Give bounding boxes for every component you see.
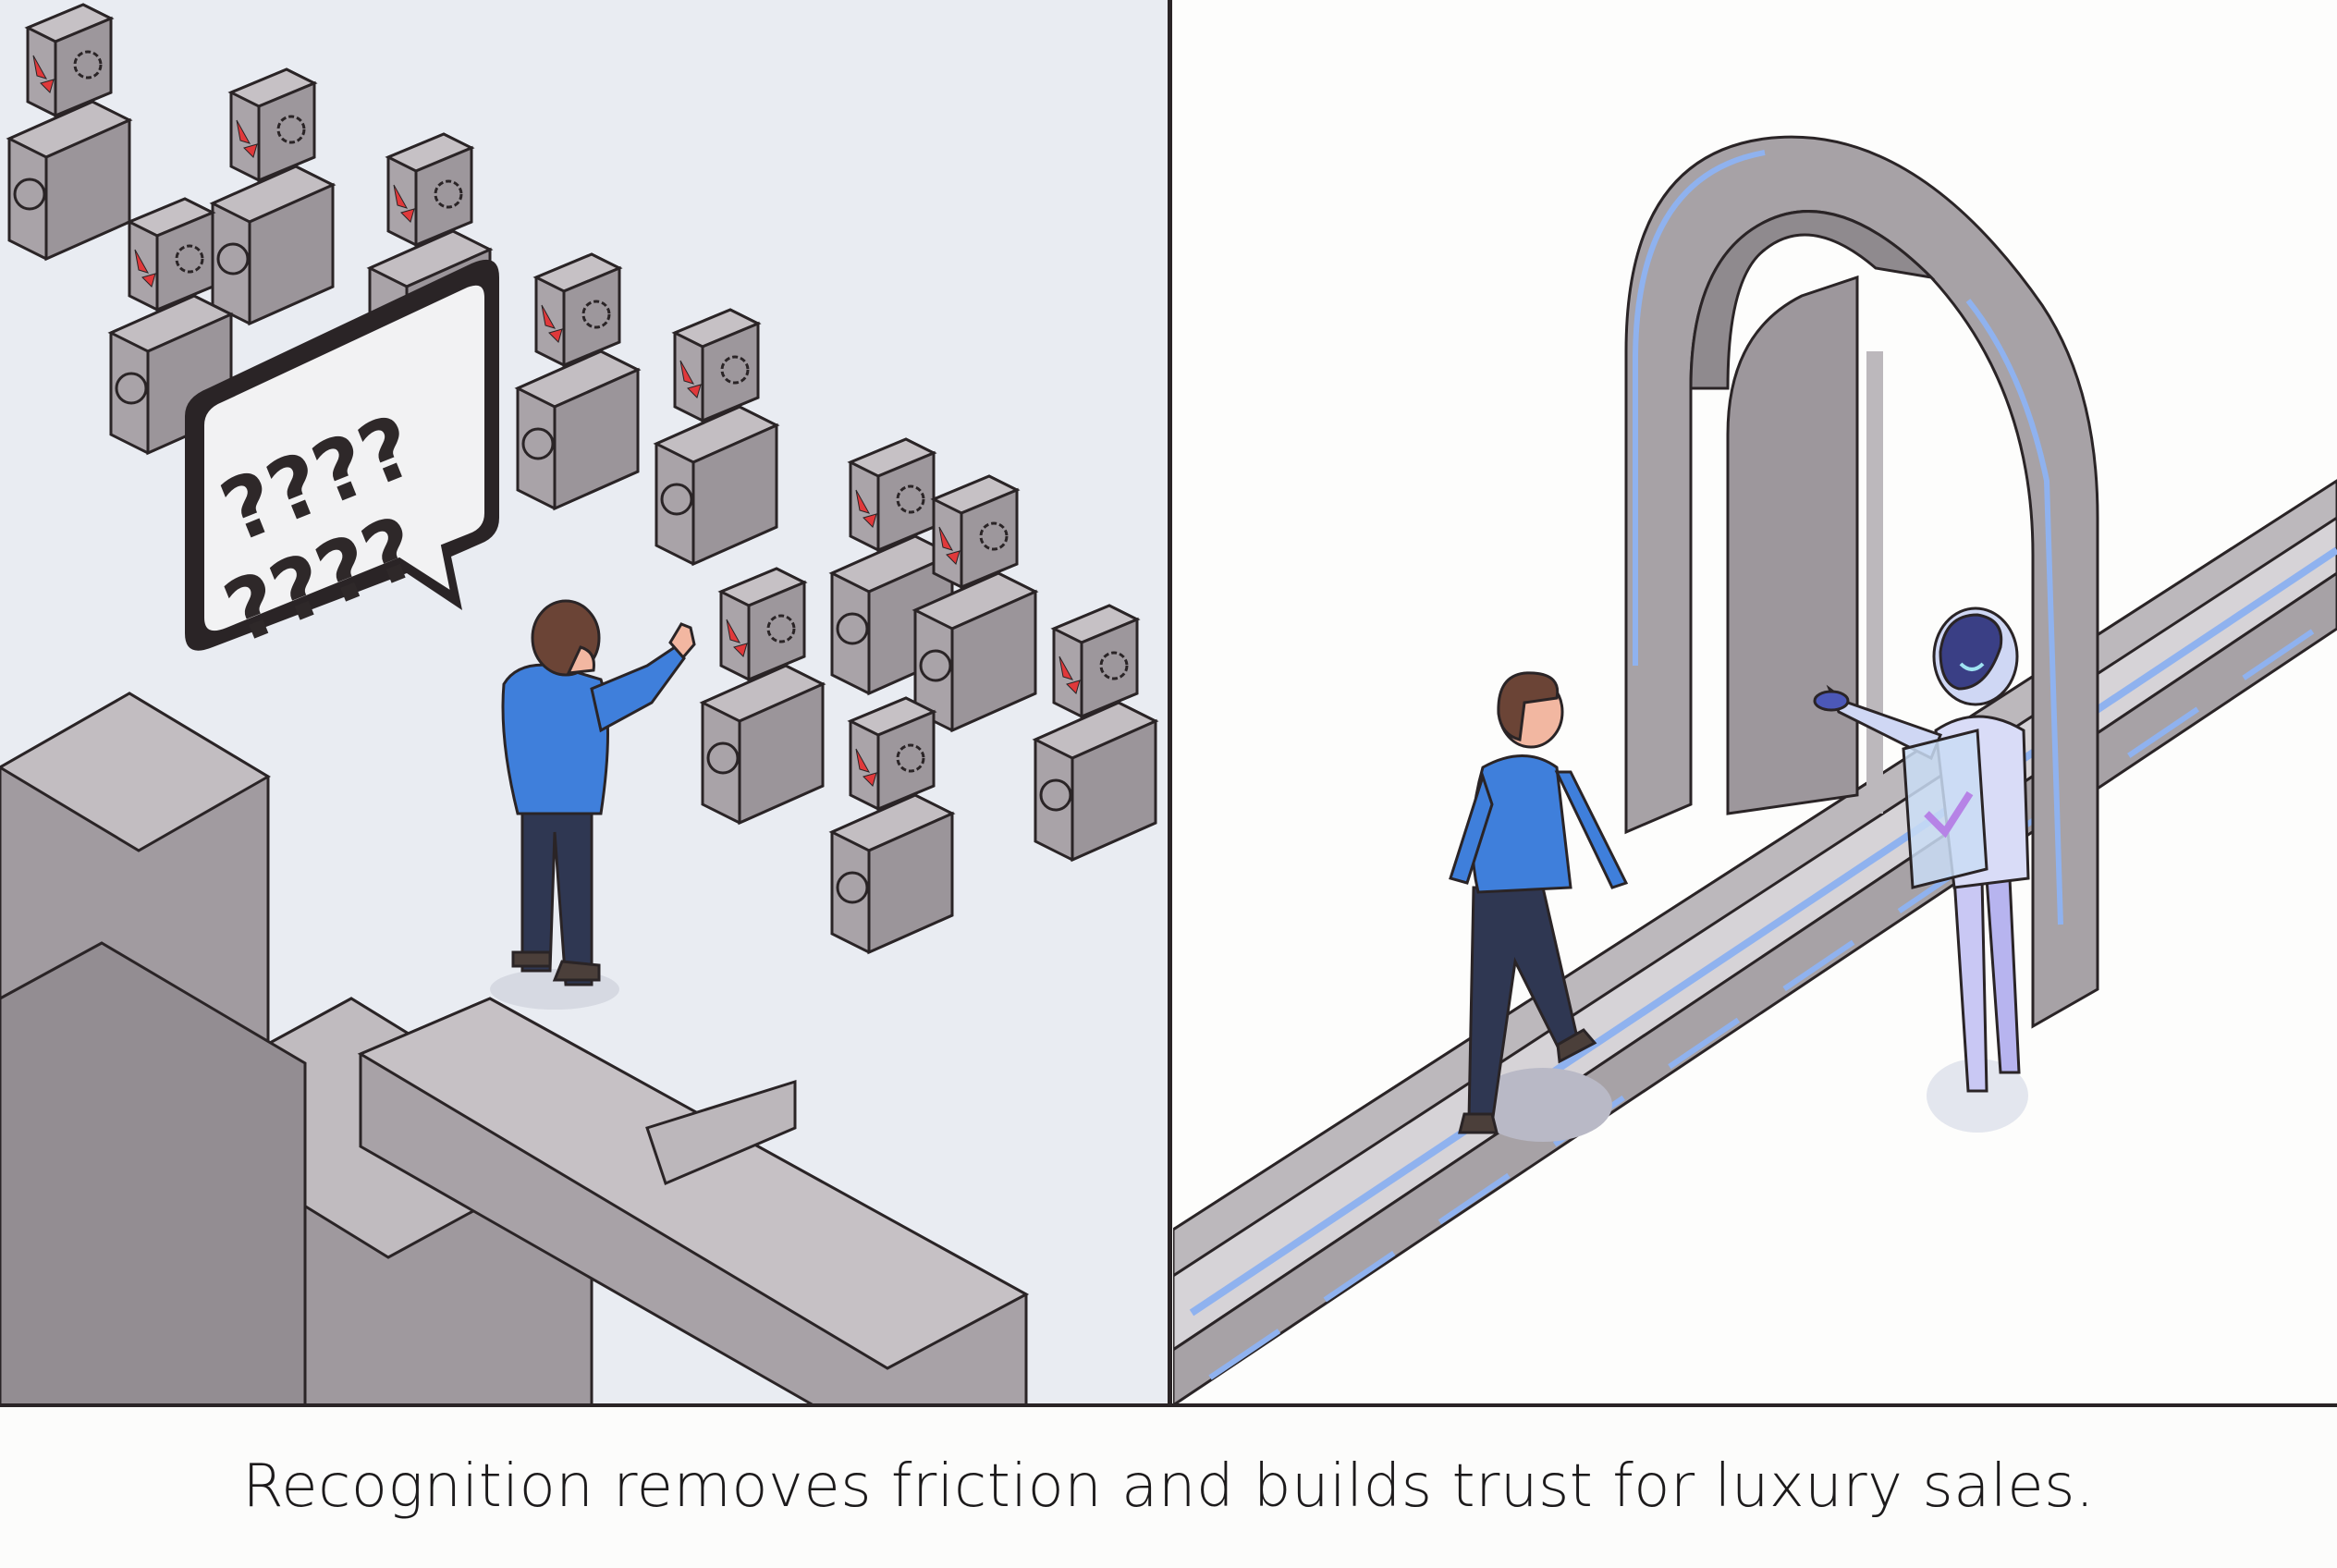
clipboard-checkmark-icon (1902, 729, 1988, 889)
right-panel-illustration (1173, 0, 2337, 1405)
left-panel-illustration: ???? ???? (0, 0, 1169, 1405)
caption-text: Recognition removes friction and builds … (242, 1452, 2095, 1521)
happy-shopper (1449, 671, 1629, 1142)
confused-shopper (490, 599, 696, 1010)
panel-divider (1168, 0, 1172, 1407)
friendly-greeter-robot (1813, 606, 2030, 1133)
confusion-speech-bubble: ???? ???? (185, 259, 499, 663)
welcome-arch-gate (1624, 135, 2099, 1029)
welcome-arch-scene (1173, 135, 2337, 1405)
broken-maze (0, 692, 1030, 1405)
panel-bottom-border (0, 1403, 2337, 1407)
robot-crowd-scene: ???? ???? (0, 3, 1157, 1405)
